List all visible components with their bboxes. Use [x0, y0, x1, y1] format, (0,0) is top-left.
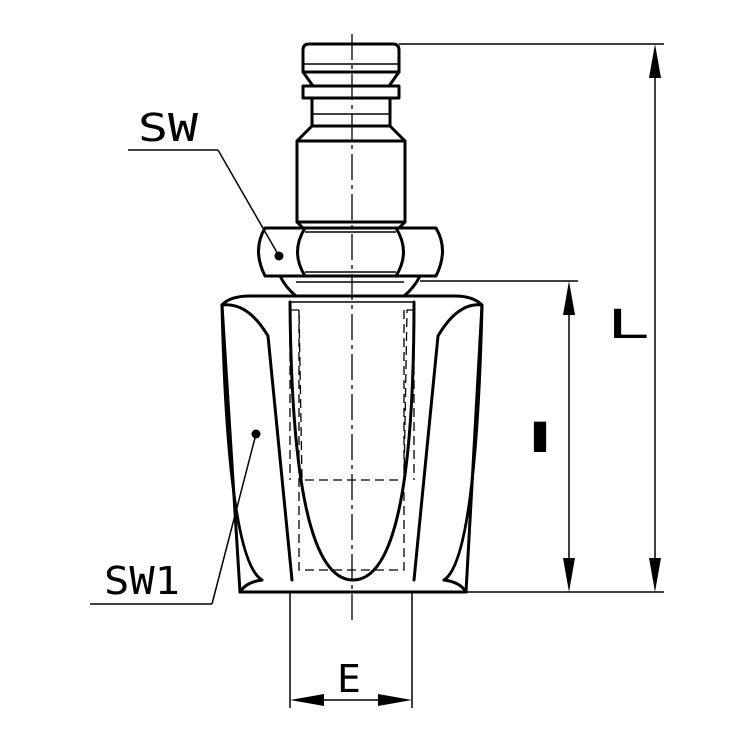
dimension-l-lower — [420, 280, 578, 592]
label-e: E — [337, 657, 361, 701]
sw-leader-dot — [274, 251, 284, 261]
label-l-upper: L — [607, 302, 648, 348]
dimension-e — [289, 592, 413, 708]
label-l-lower: l — [521, 416, 559, 462]
plug-nipple — [295, 42, 407, 230]
sw-leader — [128, 149, 284, 261]
sw1-leader — [90, 429, 261, 605]
label-sw: SW — [138, 106, 198, 150]
label-sw1: SW1 — [104, 559, 180, 603]
hex-nut-sw — [257, 226, 444, 278]
dimension-l-upper — [399, 43, 664, 593]
nut-neck — [278, 274, 422, 298]
sw1-leader-dot — [251, 429, 261, 439]
